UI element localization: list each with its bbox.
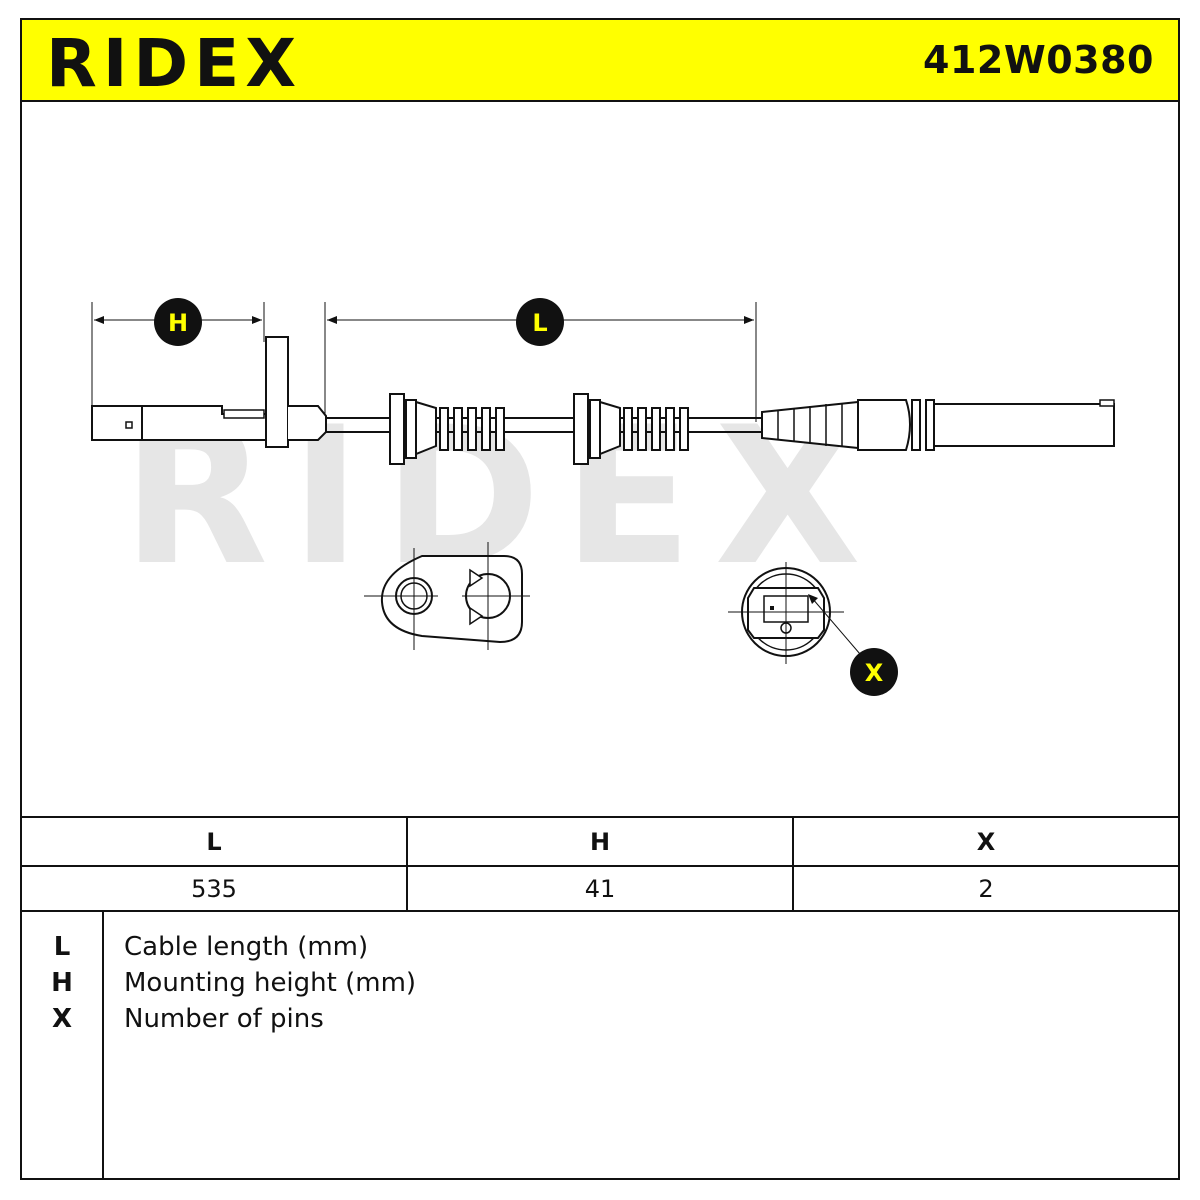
spec-header-row: L H X [22, 818, 1178, 867]
spec-header-x: X [976, 827, 996, 856]
product-sheet: RIDEX 412W0380 RIDEX [20, 18, 1180, 1180]
callout-h: H [154, 298, 202, 346]
callout-x: X [850, 648, 898, 696]
legend-key: H [51, 968, 73, 998]
legend-item: H Mounting height (mm) [22, 968, 1178, 1004]
spec-value-x: 2 [978, 874, 994, 903]
legend: L Cable length (mm) H Mounting height (m… [22, 912, 1178, 1178]
brand-logo: RIDEX [46, 28, 302, 94]
sensor-drawing: RIDEX [91, 298, 1115, 696]
part-number: 412W0380 [923, 38, 1154, 82]
spec-header-l: L [22, 818, 408, 865]
legend-divider [102, 912, 104, 1178]
callout-l-label: L [532, 309, 547, 337]
legend-item: X Number of pins [22, 1004, 1178, 1040]
technical-drawing: RIDEX [22, 102, 1178, 816]
connector [761, 399, 1115, 451]
legend-text: Cable length (mm) [124, 932, 369, 962]
spec-header-h: H [408, 818, 794, 865]
callout-x-label: X [865, 659, 884, 687]
bracket-detail [364, 542, 530, 650]
spec-value-l: 535 [22, 865, 408, 912]
spec-table: L H X 535 41 2 [22, 816, 1178, 912]
legend-text: Number of pins [124, 1004, 324, 1034]
grommet-1 [389, 393, 505, 465]
grommet-2 [573, 393, 689, 465]
header-bar: RIDEX 412W0380 [22, 20, 1178, 102]
plug-face-detail [728, 562, 861, 664]
spec-value-row: 535 41 2 [22, 865, 1178, 912]
legend-item: L Cable length (mm) [22, 932, 1178, 968]
legend-key: L [53, 932, 71, 962]
legend-text: Mounting height (mm) [124, 968, 417, 998]
brand-logo-text: RIDEX [46, 28, 302, 94]
callout-l: L [516, 298, 564, 346]
sensor-head [91, 336, 327, 448]
callout-h-label: H [168, 309, 188, 337]
spec-value-h: 41 [408, 865, 794, 912]
legend-key: X [51, 1004, 73, 1034]
